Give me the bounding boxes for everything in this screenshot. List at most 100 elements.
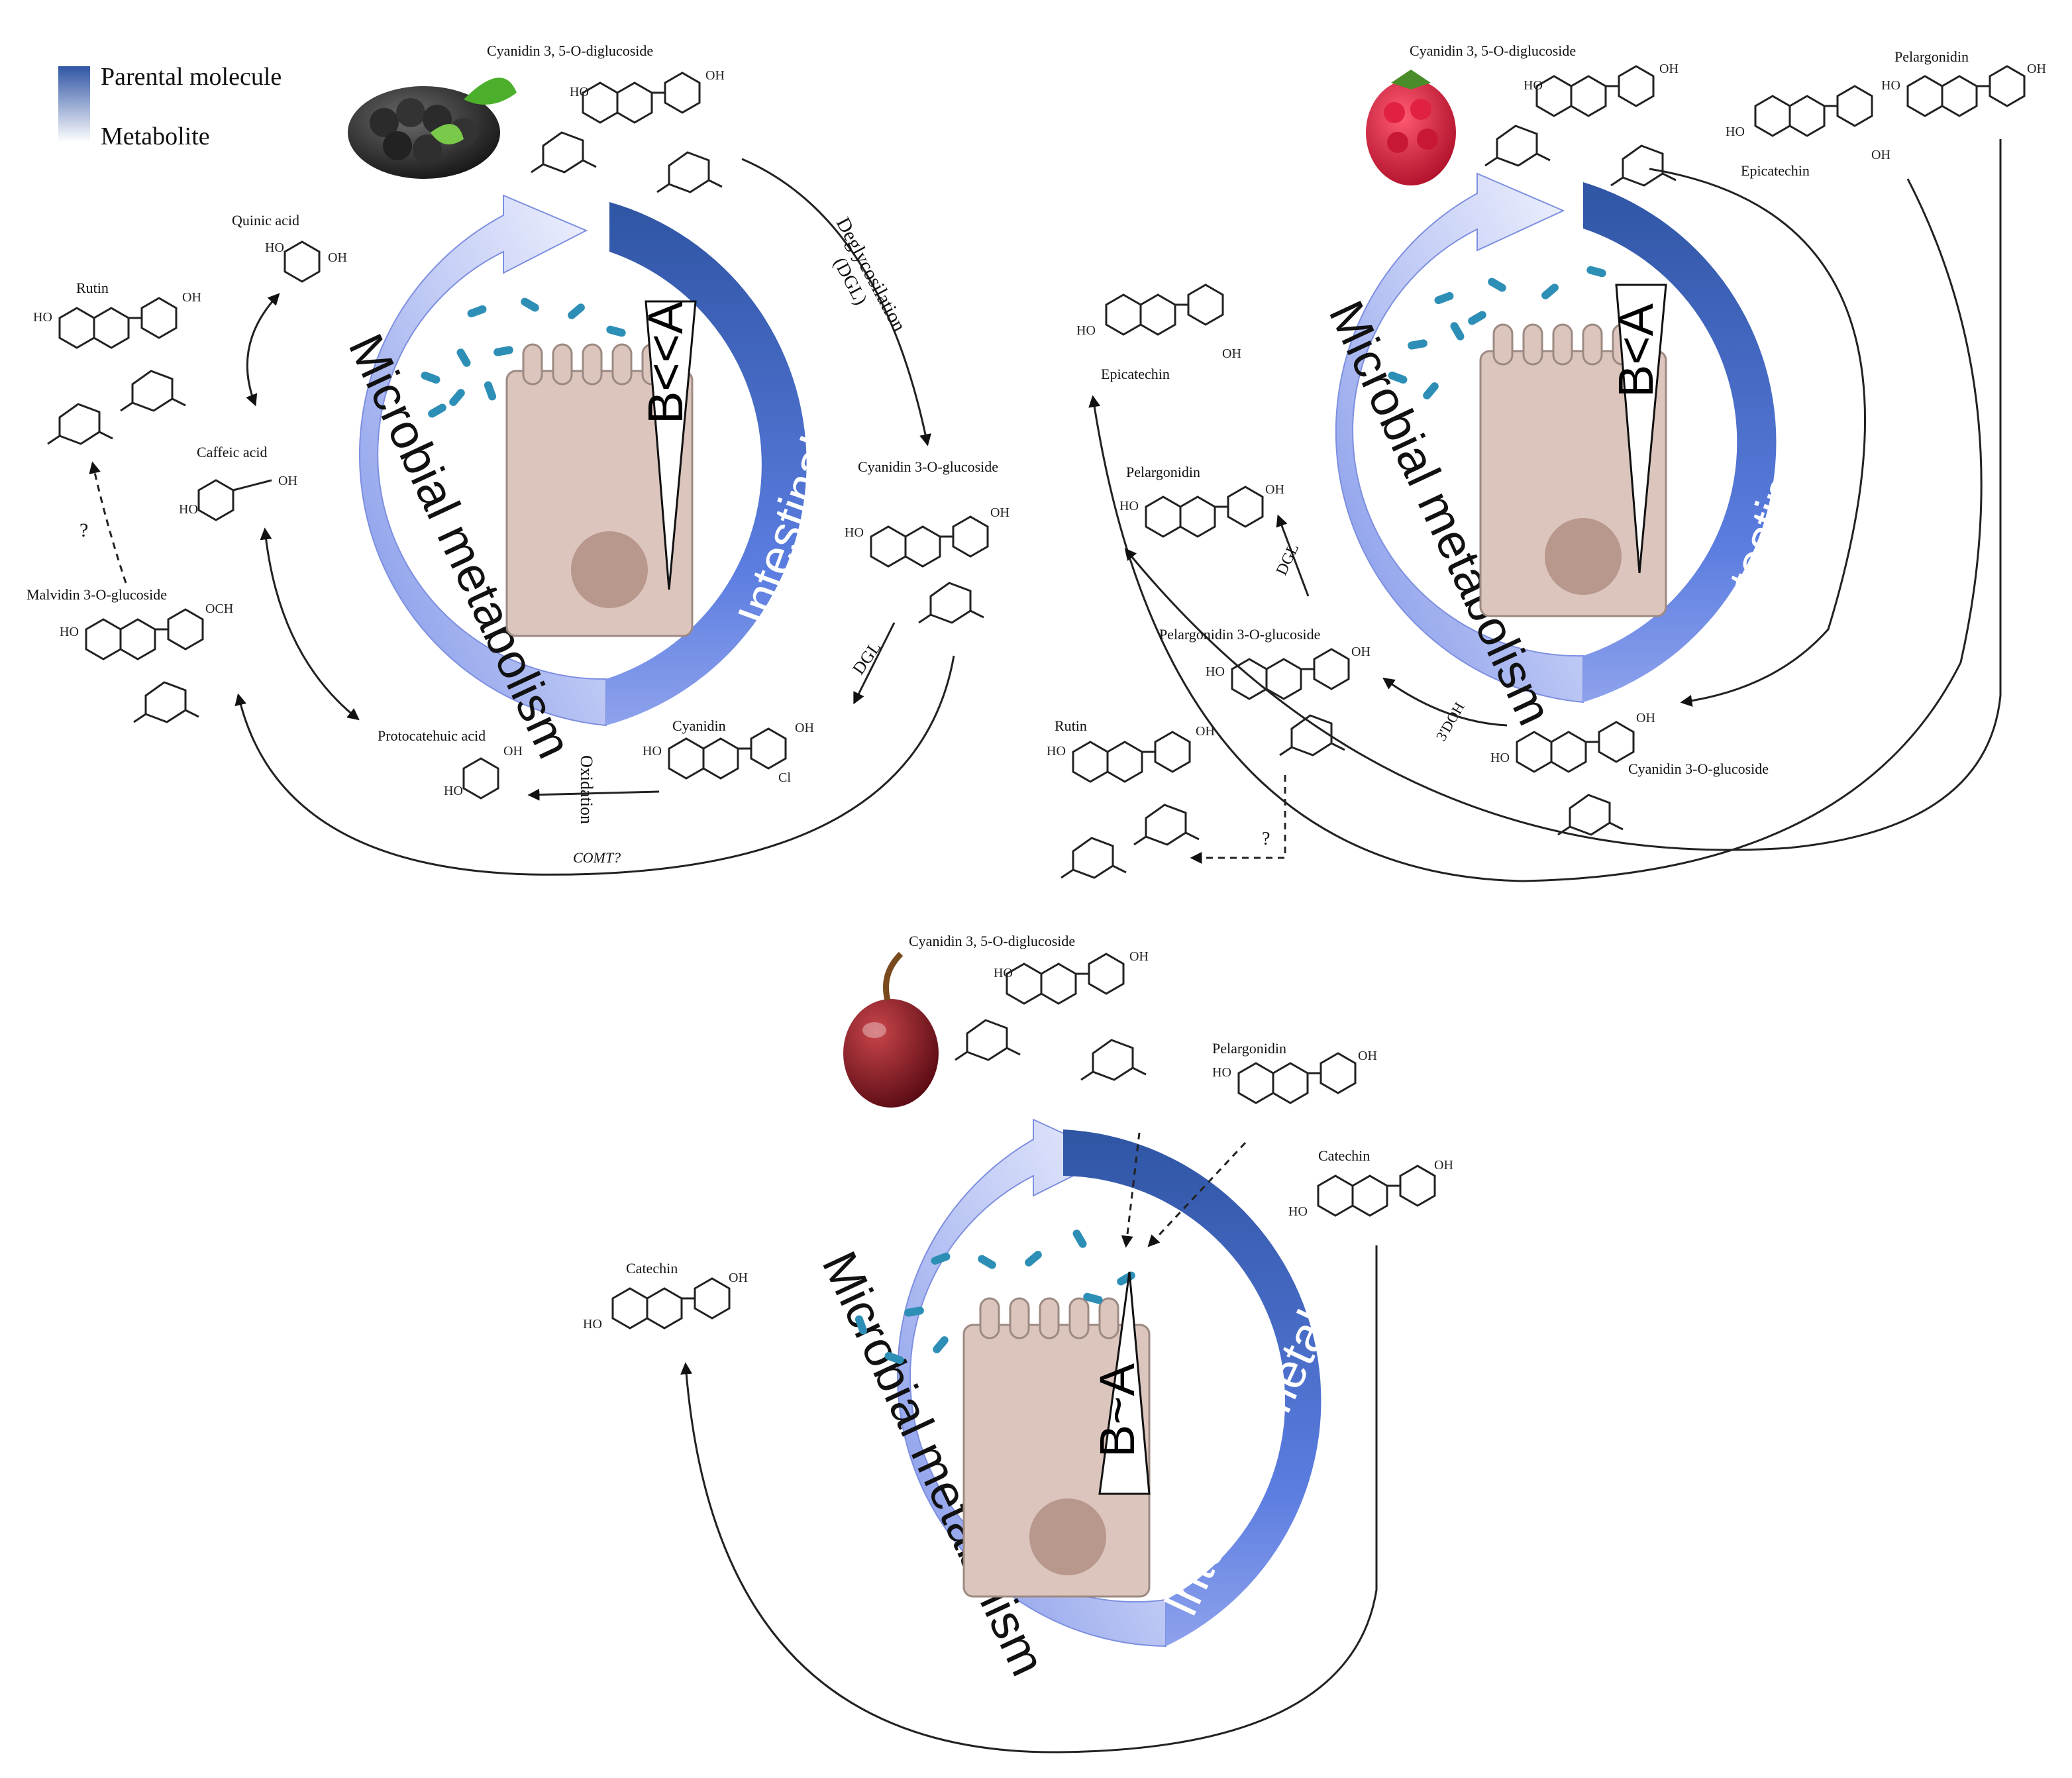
- ratio-label: B<A: [1608, 303, 1663, 397]
- enterocyte-cell: [505, 343, 694, 637]
- svg-text:OH: OH: [2027, 62, 2046, 76]
- caffeic-structure: HO OH: [179, 474, 297, 521]
- compound-catechin-right-label: Catechin: [1318, 1147, 1370, 1164]
- blackberry-icon: [348, 78, 517, 179]
- intestinal-ring: [606, 202, 807, 725]
- compound-c3g-label: Cyanidin 3-O-glucoside: [1628, 760, 1769, 777]
- oxidation-label: Oxidation: [577, 755, 596, 824]
- svg-text:HO: HO: [265, 240, 284, 255]
- grape-icon: [843, 951, 939, 1108]
- arrow-pelargonidin-return: [1124, 139, 2002, 851]
- intestinal-ring: [1583, 182, 1777, 702]
- svg-text:OH: OH: [1129, 949, 1149, 964]
- compound-c3g-label: Cyanidin 3-O-glucoside: [858, 458, 998, 475]
- svg-text:HO: HO: [1490, 751, 1510, 765]
- compound-pelargonidin-top-label: Pelargonidin: [1894, 48, 1969, 65]
- compound-catechin-left-label: Catechin: [626, 1260, 678, 1277]
- svg-text:HO: HO: [1881, 78, 1900, 93]
- svg-text:OH: OH: [1351, 645, 1371, 659]
- svg-text:OH: OH: [278, 474, 297, 488]
- raspberry-icon: [1366, 70, 1456, 185]
- arrow-deglycosilation: [741, 158, 931, 446]
- svg-text:HO: HO: [1206, 664, 1225, 679]
- question-label: ?: [79, 519, 88, 541]
- doh-label: 3'DOH: [1433, 700, 1468, 744]
- pelargonidin-3-glucoside-structure: HO OH: [1206, 645, 1371, 757]
- compound-rutin-label: Rutin: [76, 280, 109, 296]
- svg-text:HO: HO: [33, 310, 52, 325]
- svg-text:OH: OH: [705, 68, 725, 83]
- svg-text:HO: HO: [444, 784, 463, 798]
- dgl-label: DGL: [849, 638, 884, 678]
- microbial-ring: [1335, 172, 1584, 704]
- panel-raspberry: Microbial metabolism Intestinal metaboli…: [1047, 42, 2046, 882]
- arrow-pg3g-rutin: [1190, 775, 1286, 864]
- compound-cyanidin-label: Cyanidin: [672, 717, 726, 734]
- svg-text:OH: OH: [1265, 482, 1284, 497]
- comt-label: COMT?: [573, 849, 621, 866]
- rutin-structure: HO OH: [1047, 724, 1215, 879]
- enterocyte-cell: [1479, 323, 1667, 617]
- svg-text:OH: OH: [1871, 148, 1891, 162]
- cyanidin-diglucoside-structure: HO OH: [530, 68, 725, 193]
- enterocyte-cell: [962, 1297, 1151, 1598]
- svg-text:OH: OH: [990, 505, 1010, 520]
- svg-text:HO: HO: [179, 502, 198, 517]
- arrow-epicatechin-return: [1088, 178, 1983, 882]
- dgl-label: DGL: [1273, 541, 1302, 578]
- cyanidin-structure: HO OH Cl: [643, 721, 814, 785]
- svg-text:OH: OH: [1196, 724, 1215, 739]
- svg-text:HO: HO: [994, 966, 1013, 980]
- cell-nucleus: [571, 531, 648, 608]
- compound-protocatechuic-label: Protocatehuic acid: [378, 727, 486, 744]
- svg-text:HO: HO: [1212, 1065, 1231, 1080]
- svg-text:HO: HO: [1047, 744, 1066, 758]
- legend: Parental molecule Metabolite: [58, 63, 282, 150]
- svg-text:HO: HO: [1119, 499, 1139, 513]
- compound-malvidin-label: Malvidin 3-O-glucoside: [26, 586, 167, 603]
- pelargonidin-top-structure: HO OH: [1881, 62, 2046, 117]
- arrow-caffeic-quinic: [246, 293, 280, 407]
- svg-text:OH: OH: [1659, 62, 1679, 76]
- compound-epicatechin-label: Epicatechin: [1101, 366, 1170, 382]
- cell-nucleus: [1545, 518, 1622, 595]
- intestinal-ring: [1063, 1129, 1321, 1646]
- compound-pelargonidin-label: Pelargonidin: [1212, 1040, 1286, 1057]
- svg-text:OH: OH: [503, 744, 523, 758]
- svg-text:OH: OH: [795, 721, 814, 735]
- svg-text:OH: OH: [1358, 1049, 1377, 1063]
- arrow-dgl-cyanidin: [853, 622, 896, 705]
- svg-text:OH: OH: [729, 1271, 748, 1285]
- cyanidin-diglucoside-structure: HO OH: [954, 949, 1149, 1081]
- chloride-label: Cl: [778, 770, 791, 785]
- arrow-dgl: [1276, 514, 1310, 597]
- compound-parent-label: Cyanidin 3, 5-O-diglucoside: [1410, 42, 1576, 59]
- svg-text:HO: HO: [643, 744, 662, 758]
- ratio-label: B<<A: [638, 301, 693, 424]
- bioavailability-wedge: [645, 300, 697, 590]
- svg-text:HO: HO: [60, 625, 79, 639]
- arrow-protocatechuic-caffeic: [260, 527, 360, 721]
- compound-epicatechin-top-label: Epicatechin: [1741, 162, 1810, 179]
- legend-parental-label: Parental molecule: [101, 63, 282, 91]
- svg-text:HO: HO: [1288, 1204, 1308, 1219]
- legend-metabolite-label: Metabolite: [101, 123, 210, 150]
- svg-text:HO: HO: [570, 85, 589, 99]
- protocatechuic-structure: HO OH: [444, 744, 523, 800]
- microbial-ring: [359, 194, 607, 727]
- compound-pelargonidin-label: Pelargonidin: [1126, 464, 1200, 480]
- panel-grape: Microbial metabolism Intestinal metaboli…: [583, 933, 1453, 1753]
- legend-gradient-swatch: [58, 66, 90, 142]
- panel-blackberry: Microbial metabolism Intestinal metaboli…: [26, 42, 1010, 876]
- compound-rutin-label: Rutin: [1055, 717, 1087, 734]
